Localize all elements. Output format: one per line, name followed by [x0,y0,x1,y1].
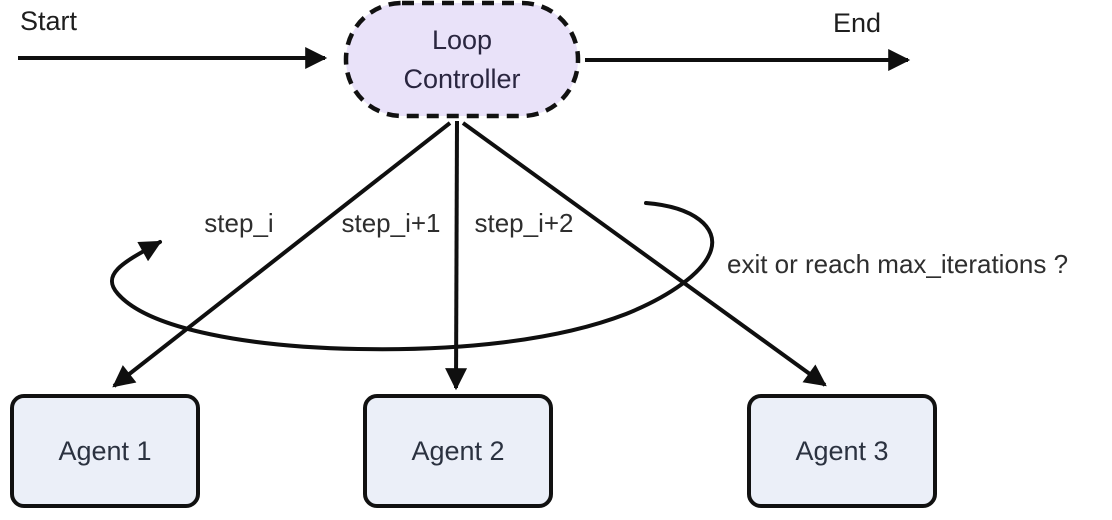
end-label: End [832,8,882,38]
edge-label-step-i2: step_i+2 [474,208,574,238]
edge-label-step-i: step_i [204,208,274,238]
edge-label-step-i1: step_i+1 [341,208,441,238]
start-label: Start [20,6,78,36]
agent2-label: Agent 2 [411,435,505,466]
agent1-label: Agent 1 [58,435,152,466]
agent3-node: Agent 3 [747,394,937,508]
loop-controller-node [343,0,581,119]
loop-condition-label: exit or reach max_iterations ? [727,249,1069,279]
edge-controller-agent2 [445,120,468,391]
edge-controller-agent1 [112,121,452,388]
loop-controller-label: Loop Controller [403,25,521,94]
agent2-node: Agent 2 [363,394,553,508]
edge-controller-agent3 [461,121,827,387]
agent1-node: Agent 1 [10,394,200,508]
agent3-label: Agent 3 [795,435,889,466]
loop-back-arrow [110,201,715,352]
